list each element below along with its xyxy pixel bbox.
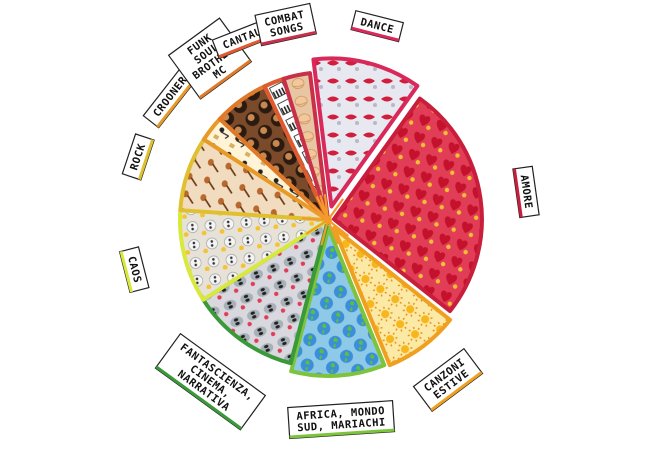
label-box <box>287 400 396 440</box>
pie-ray <box>327 198 344 221</box>
pie-slices <box>178 56 484 378</box>
pie-slice-3 <box>332 225 453 368</box>
pie-slice-1 <box>311 56 420 209</box>
pie-slice-11 <box>281 71 330 222</box>
label-color-bar <box>155 365 243 430</box>
pie-slice-2 <box>331 96 484 314</box>
pie-ray <box>319 194 330 221</box>
category-label-text: AFRICA, MONDO <box>296 405 385 423</box>
label-color-bar <box>289 428 395 439</box>
label-color-bar <box>512 168 523 218</box>
pie-ray <box>326 219 339 245</box>
label-color-bar <box>156 76 198 128</box>
category-label-text: AMORE <box>518 174 535 209</box>
category-label-text: SUD, MARIACHI <box>297 416 386 434</box>
pie-ray <box>327 219 350 237</box>
category-label-card: DANCE <box>350 9 405 43</box>
label-color-bar <box>137 139 155 180</box>
category-label-card: CAOS <box>118 246 150 294</box>
pie-ray <box>305 219 329 235</box>
pie-ray <box>301 217 329 222</box>
label-color-bar <box>430 371 483 412</box>
pie-slice-5 <box>201 218 330 366</box>
pie-ray <box>308 201 329 221</box>
label-color-bar <box>260 30 317 46</box>
pie-slice-6 <box>178 208 330 302</box>
category-label-card: AMORE <box>512 165 540 219</box>
category-label-card: ROCK <box>121 133 155 181</box>
pie-slice-4 <box>289 225 387 378</box>
pie-center <box>324 216 332 224</box>
label-color-bar <box>119 251 133 293</box>
label-color-bar <box>198 59 252 99</box>
category-label-card: FANTASCIENZA,CINEMA,NARRATIVA <box>154 332 267 431</box>
pie-ray <box>320 219 330 246</box>
label-color-bar <box>351 26 400 42</box>
pie-rays <box>301 194 350 246</box>
